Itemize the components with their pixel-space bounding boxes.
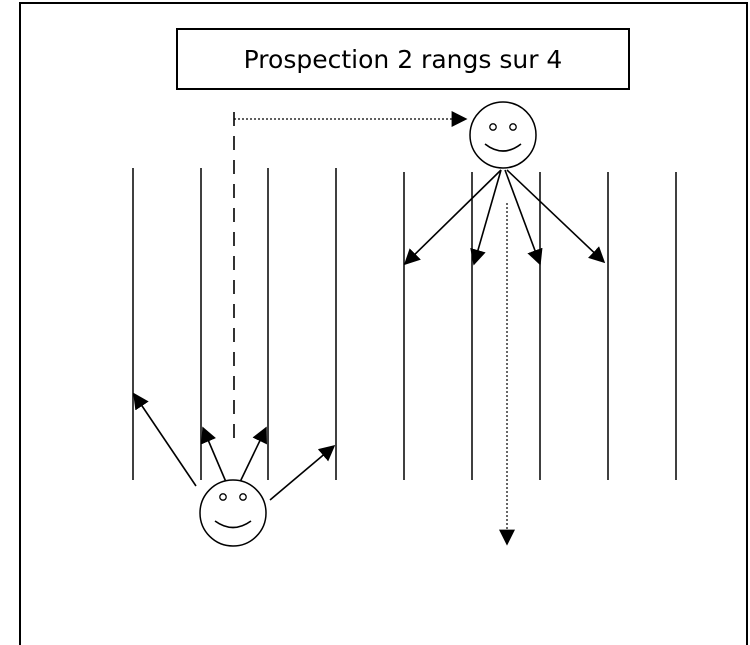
smiley-face-right-eye [239,493,247,501]
sight-arrow-row-3 [239,426,267,483]
smiley-face-head [469,101,537,169]
crop-rows [132,168,677,480]
sight-arrow-row-5 [403,169,502,266]
sight-arrow-row-2 [201,426,227,483]
smiley-face-icon [469,101,537,169]
smiley-face-icon [199,479,267,547]
diagram-title: Prospection 2 rangs sur 4 [176,28,630,90]
sight-arrows-top [403,169,606,266]
outer-border [19,2,748,645]
sight-arrow-row-8 [506,169,606,264]
smiley-face-mouth [214,520,252,529]
smiley-face-mouth [484,143,522,152]
smiley-face-right-eye [509,123,517,131]
diagram-title-text: Prospection 2 rangs sur 4 [243,44,563,74]
sight-arrow-row-1 [133,392,197,487]
sight-arrow-row-4 [269,444,336,501]
smiley-face-left-eye [219,493,227,501]
sight-arrow-row-6 [470,169,502,266]
sight-arrows-bottom [133,392,336,501]
smiley-face-head [199,479,267,547]
smiley-face-left-eye [489,123,497,131]
sight-arrow-row-7 [504,169,543,266]
